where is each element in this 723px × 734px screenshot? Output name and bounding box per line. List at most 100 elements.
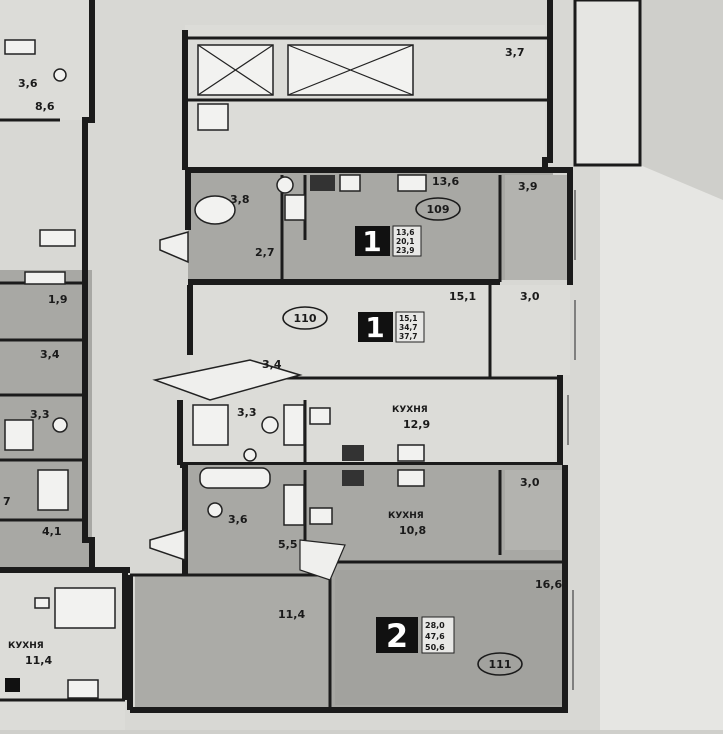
room-area-label: 2,7	[255, 246, 275, 259]
apartment-number: 110	[294, 312, 317, 325]
room-area-label: 8,6	[35, 100, 55, 113]
area-total: 34,7	[399, 323, 418, 332]
room-area-label: 4,1	[42, 525, 62, 538]
toilet-icon	[53, 68, 67, 82]
bathtub-icon	[199, 467, 271, 489]
room-area-label: 15,1	[449, 290, 476, 303]
sink-icon	[309, 507, 333, 525]
entry-door-icon	[149, 529, 186, 562]
room-name-label: КУХНЯ	[392, 405, 428, 415]
room-area-label: 3,8	[230, 193, 250, 206]
area-box	[395, 311, 425, 343]
room-area-label: 3,9	[518, 180, 538, 193]
area-total: 47,6	[425, 632, 445, 641]
room-area-label: 3,0	[520, 476, 540, 489]
room-area-label: 3,6	[228, 513, 248, 526]
area-box	[421, 616, 455, 654]
apt110-balcony	[490, 285, 570, 375]
apartment-number-badge	[282, 306, 328, 330]
room-name-label: КУХНЯ	[8, 641, 44, 651]
room-area-label: 5,5	[278, 538, 298, 551]
sink-icon	[243, 448, 257, 462]
apartment-number: 109	[427, 203, 450, 216]
room-area-label: 13,6	[432, 175, 459, 188]
apt111-corridor-area	[135, 575, 330, 710]
area-living: 15,1	[399, 314, 418, 323]
area-with-balcony: 50,6	[425, 643, 445, 652]
room-area-label: 3,4	[40, 348, 60, 361]
bathtub-icon	[194, 195, 236, 225]
area-box	[392, 225, 422, 257]
area-with-balcony: 37,7	[399, 332, 418, 341]
bathtub-icon	[37, 469, 69, 511]
toilet-icon	[261, 416, 279, 434]
sink-icon	[67, 679, 99, 699]
room-area-label: 3,3	[237, 406, 257, 419]
apartment-number-badge	[477, 652, 523, 676]
fridge-icon	[397, 174, 427, 192]
sink-icon	[309, 407, 331, 425]
stove-icon	[310, 175, 335, 191]
shower-icon	[4, 419, 34, 451]
room-count-badge	[358, 312, 393, 342]
room-area-label: 11,4	[278, 608, 305, 621]
top-right-wall	[542, 0, 553, 170]
fridge-icon	[397, 469, 425, 487]
shower-icon	[192, 404, 229, 446]
area-with-balcony: 23,9	[396, 246, 415, 255]
room-area-label: 12,9	[403, 418, 430, 431]
room-name-label: КУХНЯ	[388, 511, 424, 521]
room-count: 1	[362, 225, 381, 258]
apartment-number: 111	[489, 658, 512, 671]
entry-door-icon	[159, 231, 189, 264]
room-area-label: 1,9	[48, 293, 68, 306]
room-count-badge	[355, 226, 390, 256]
apt111-balcony	[505, 470, 565, 550]
dining-table-icon	[54, 587, 116, 629]
room-area-label: 3,3	[30, 408, 50, 421]
top-right-balcony	[573, 0, 642, 167]
stove-icon	[342, 470, 364, 486]
area-living: 13,6	[396, 228, 415, 237]
room-area-label: 16,6	[535, 578, 562, 591]
room-area-label: 3,7	[505, 46, 525, 59]
apt109-outer-wall	[188, 167, 573, 285]
washing-machine-icon	[283, 484, 305, 526]
entry-door-icon	[152, 359, 303, 401]
area-total: 20,1	[396, 237, 415, 246]
room-area-label: 3,0	[520, 290, 540, 303]
sink-icon	[339, 174, 361, 192]
room-count-badge	[376, 617, 418, 653]
shadow-area	[620, 0, 723, 200]
toilet-icon	[52, 417, 68, 433]
washing-machine-icon	[284, 194, 306, 221]
room-area-label: 3,4	[262, 358, 282, 371]
room-count: 2	[386, 617, 408, 655]
sink-icon	[39, 229, 76, 247]
toilet-icon	[207, 502, 223, 518]
room-area-label: 7	[3, 495, 11, 508]
apartment-number-badge	[415, 197, 461, 221]
washing-machine-icon	[283, 404, 305, 446]
stove-icon	[24, 271, 66, 285]
door-icon	[197, 103, 229, 131]
area-living: 28,0	[425, 621, 445, 630]
room-count: 1	[365, 311, 384, 344]
toilet-icon	[276, 176, 294, 194]
apt110-kitchen-bath	[180, 380, 555, 465]
door-icon	[299, 539, 346, 581]
apt109-balcony	[505, 175, 570, 280]
room-area-label: 3,6	[18, 77, 38, 90]
left-strip-wall	[82, 0, 95, 570]
bathtub-icon	[4, 39, 36, 55]
chair-icon	[34, 597, 50, 609]
room-area-label: 11,4	[25, 654, 52, 667]
stove-icon	[5, 678, 20, 692]
apartment-109	[188, 170, 553, 280]
left-top-room	[0, 0, 92, 120]
room-area-label: 10,8	[399, 524, 426, 537]
stove-icon	[342, 445, 364, 461]
fridge-icon	[397, 444, 425, 462]
